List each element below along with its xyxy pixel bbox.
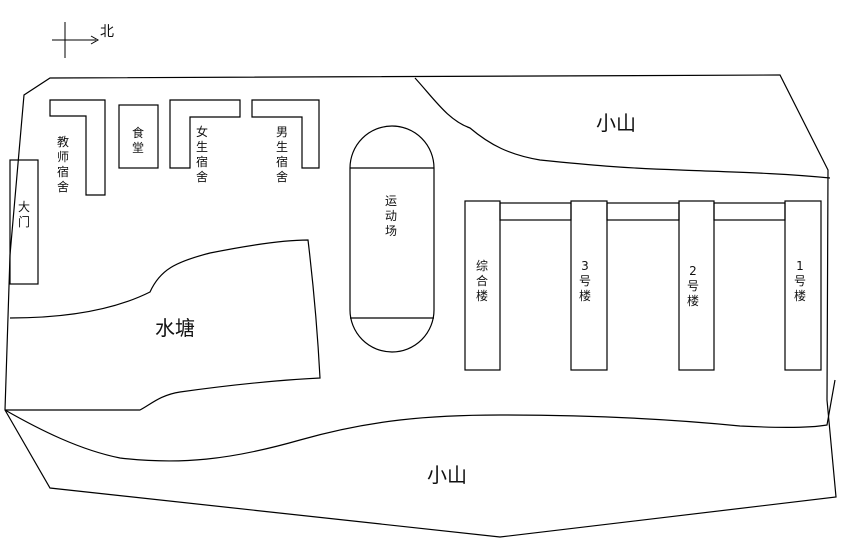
hill-bottom-boundary — [4, 379, 836, 462]
building-1-shape — [784, 200, 822, 371]
hill-bottom-label: 小山 — [427, 463, 467, 487]
gate-label: 大 门 — [17, 200, 30, 229]
north-label: 北 — [100, 24, 114, 40]
male-dorm-label: 男 生 宿 舍 — [275, 125, 288, 184]
male-dorm-shape — [251, 99, 320, 169]
corridor-2 — [606, 202, 680, 221]
corridor-3 — [713, 202, 786, 221]
building-3-shape — [570, 200, 608, 371]
pond-outline — [5, 239, 321, 411]
building-2-label: 2 号 楼 — [686, 264, 699, 308]
complex-building-shape — [464, 200, 501, 371]
canteen-label: 食 堂 — [131, 126, 144, 155]
playground-shape — [349, 125, 435, 353]
playground-label: 运 动 场 — [384, 194, 397, 238]
campus-boundary — [4, 74, 837, 538]
corridor-1 — [499, 202, 572, 221]
canteen-shape — [118, 104, 159, 169]
female-dorm-shape — [169, 99, 241, 169]
female-dorm-label: 女 生 宿 舍 — [195, 125, 208, 184]
pond-label: 水塘 — [155, 316, 195, 340]
north-arrow-icon — [52, 22, 100, 58]
building-2-shape — [678, 200, 715, 371]
gate-shape — [9, 159, 39, 285]
teacher-dorm-label: 教 师 宿 舍 — [56, 135, 69, 194]
hill-top-boundary — [414, 77, 831, 179]
hill-top-label: 小山 — [596, 111, 636, 135]
building-3-label: 3 号 楼 — [578, 259, 591, 303]
building-1-label: 1 号 楼 — [793, 259, 806, 303]
complex-building-label: 综 合 楼 — [475, 259, 488, 303]
teacher-dorm-shape — [49, 99, 106, 196]
